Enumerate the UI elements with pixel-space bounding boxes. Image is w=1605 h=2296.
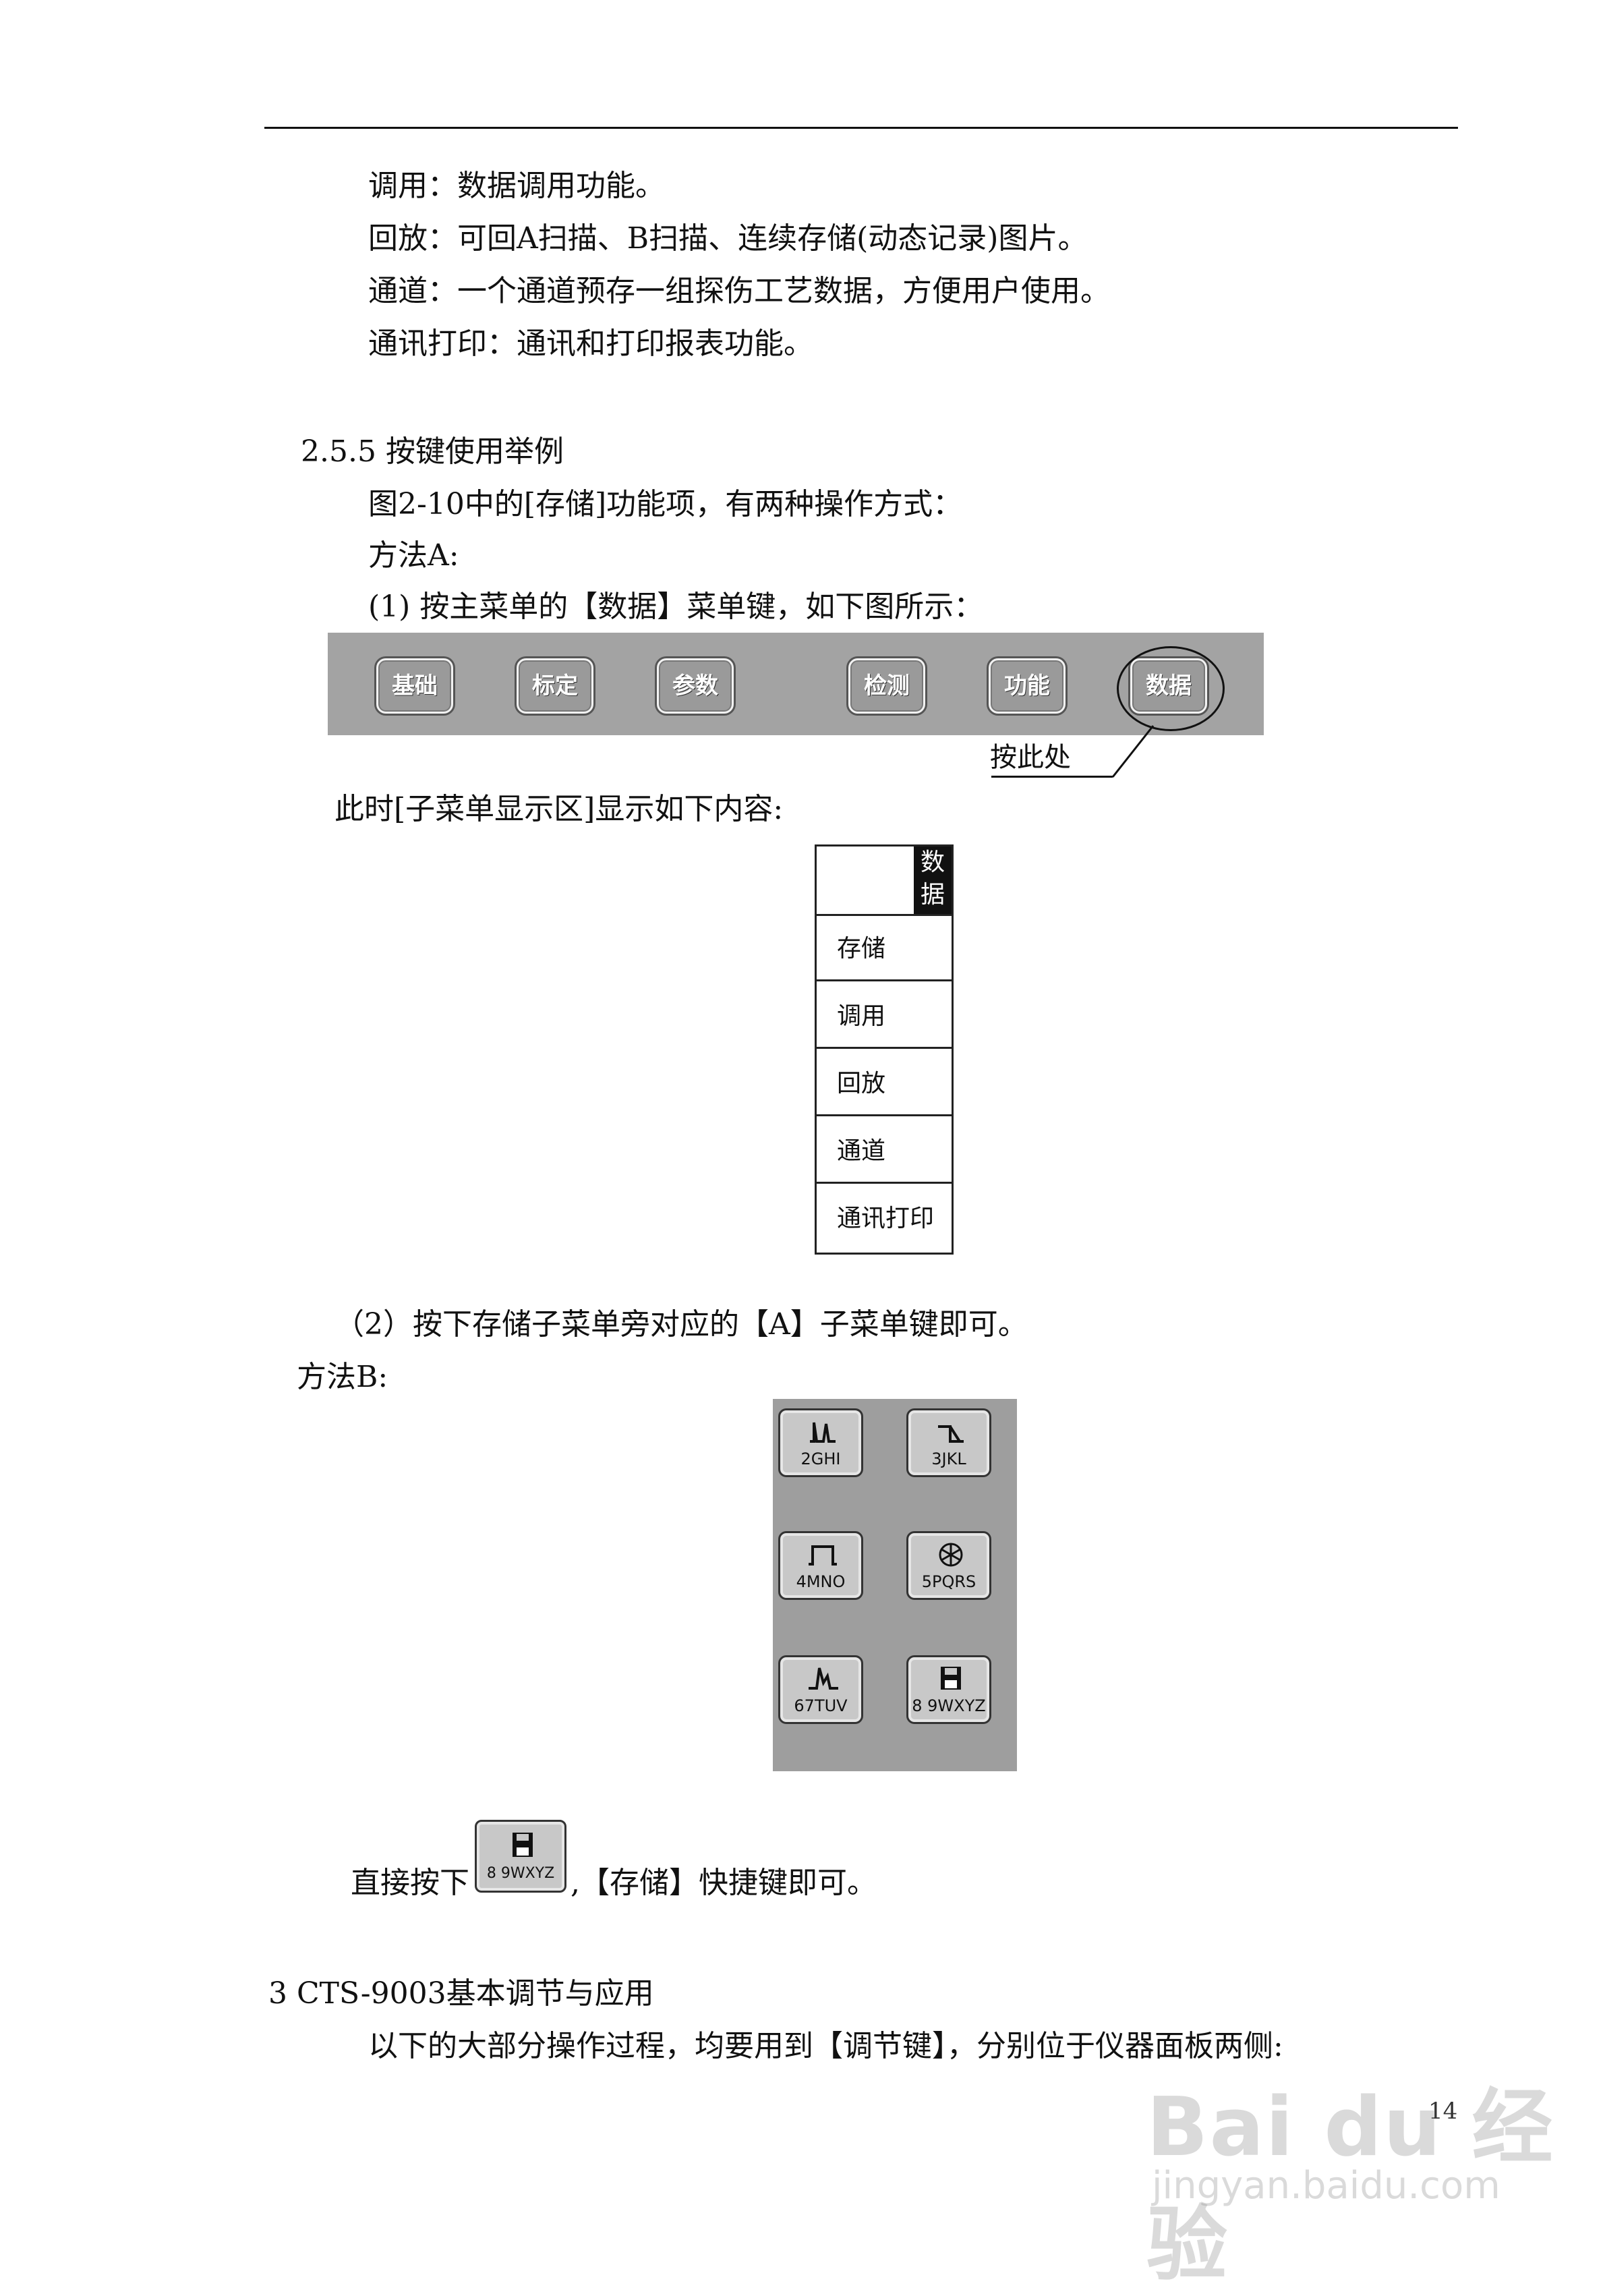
- section-heading-3: 3 CTS-9003基本调节与应用: [268, 1976, 654, 2011]
- key-3jkl[interactable]: 3JKL: [906, 1408, 991, 1477]
- submenu-title-top: 数: [920, 849, 945, 876]
- key-67tuv-label: 67TUV: [794, 1696, 848, 1715]
- peak-hold-icon: [809, 1667, 838, 1690]
- floppy-disk-icon: [513, 1833, 533, 1857]
- menu-key-params[interactable]: 参数: [657, 658, 734, 714]
- submenu-intro: 此时[子菜单显示区]显示如下内容:: [334, 792, 784, 826]
- submenu-title-tab: 数 据: [914, 846, 952, 914]
- direct-press-suffix: ,【存储】快捷键即可。: [571, 1866, 877, 1900]
- main-menu-bar-figure: 基础 标定 参数 检测 功能 数据: [328, 633, 1264, 735]
- key-5pqrs[interactable]: 5PQRS: [906, 1531, 991, 1600]
- key-2ghi-label: 2GHI: [800, 1450, 841, 1468]
- inline-store-key: 8 9WXYZ: [475, 1820, 566, 1893]
- submenu-title-bottom: 据: [920, 881, 945, 909]
- callout-underline: [991, 776, 1113, 778]
- submenu-item-recall[interactable]: 调用: [817, 983, 952, 1049]
- submenu-panel: 数 据 存储 调用 回放 通道 通讯打印: [815, 844, 954, 1255]
- key-4mno-label: 4MNO: [796, 1572, 846, 1591]
- line-two-methods: 图2-10中的[存储]功能项，有两种操作方式：: [368, 487, 963, 521]
- menu-key-calibrate[interactable]: 标定: [517, 658, 593, 714]
- inline-store-key-label: 8 9WXYZ: [486, 1865, 555, 1882]
- submenu-item-playback[interactable]: 回放: [817, 1051, 952, 1116]
- gate-step-icon: [938, 1425, 964, 1443]
- key-4mno[interactable]: 4MNO: [778, 1531, 863, 1600]
- line-recall: 调用：数据调用功能。: [368, 169, 665, 203]
- submenu-header: 数 据: [817, 846, 952, 916]
- step-2-text: （2）按下存储子菜单旁对应的【A】子菜单键即可。: [334, 1307, 1028, 1342]
- submenu-item-comm-print[interactable]: 通讯打印: [837, 1205, 935, 1232]
- submenu-item-store[interactable]: 存储: [817, 916, 952, 981]
- section-heading-2-5-5: 2.5.5 按键使用举例: [301, 434, 564, 469]
- key-89wxyz[interactable]: 8 9WXYZ: [906, 1655, 991, 1724]
- menu-key-detect[interactable]: 检测: [848, 658, 925, 714]
- key-2ghi[interactable]: 2GHI: [778, 1408, 863, 1477]
- watermark-url: jingyan.baidu.com: [1152, 2164, 1500, 2208]
- menu-key-basic[interactable]: 基础: [376, 658, 453, 714]
- key-3jkl-label: 3JKL: [931, 1450, 966, 1468]
- submenu-item-channel[interactable]: 通道: [817, 1118, 952, 1184]
- shortcut-keypad-figure: 2GHI 3JKL 4MNO 5PQRS 67TUV: [773, 1399, 1017, 1771]
- key-89wxyz-label: 8 9WXYZ: [912, 1696, 986, 1715]
- callout-press-here: 按此处: [990, 742, 1071, 773]
- key-5pqrs-label: 5PQRS: [921, 1572, 976, 1591]
- callout-circle: [1117, 646, 1225, 731]
- floppy-disk-icon: [941, 1667, 961, 1690]
- method-b-heading: 方法B:: [297, 1360, 388, 1394]
- line-playback: 回放：可回A扫描、B扫描、连续存储(动态记录)图片。: [368, 221, 1088, 256]
- gate-peaks-icon: [810, 1422, 836, 1443]
- key-67tuv[interactable]: 67TUV: [778, 1655, 863, 1724]
- step-1-text: (1) 按主菜单的【数据】菜单键，如下图所示：: [368, 590, 984, 624]
- method-a-heading: 方法A:: [368, 538, 459, 573]
- line-channel: 通道：一个通道预存一组探伤工艺数据，方便用户使用。: [368, 274, 1110, 308]
- line-comm-print: 通讯打印：通讯和打印报表功能。: [368, 326, 813, 361]
- menu-key-function[interactable]: 功能: [989, 658, 1066, 714]
- callout-leader-line: [1111, 725, 1155, 778]
- pulse-icon: [809, 1545, 837, 1566]
- header-rule: [264, 127, 1458, 129]
- direct-press-prefix: 直接按下: [351, 1866, 469, 1900]
- page-number: 14: [1428, 2098, 1458, 2125]
- snowflake-icon: [939, 1543, 963, 1567]
- line-adjust-keys: 以下的大部分操作过程，均要用到【调节键】，分别位于仪器面板两侧:: [368, 2029, 1283, 2063]
